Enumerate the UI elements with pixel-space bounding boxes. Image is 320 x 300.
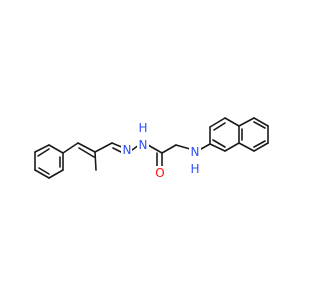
carbonyl-group [156, 144, 177, 167]
alkenyl-chain [62, 142, 113, 171]
amine-n-label: N [191, 145, 200, 159]
amine-h-label: H [190, 162, 199, 176]
amine-linker [175, 143, 211, 150]
structure-canvas: N N H O N H [34, 117, 269, 180]
atom-carbonyl-o: O [154, 166, 166, 180]
naphthalene-ring [209, 117, 269, 152]
atom-imine-n: N [121, 143, 132, 157]
hydrazide-n-label: N [139, 138, 148, 152]
carbonyl-o-label: O [155, 166, 164, 180]
hydrazide-h-label: H [138, 121, 147, 135]
atom-amine-n: N H [189, 145, 201, 176]
phenyl-ring [34, 144, 64, 179]
atom-hydrazide-nh: N H [137, 121, 149, 152]
imine-n-label: N [123, 143, 132, 157]
molecule-structure: N N H O N H [34, 117, 269, 180]
